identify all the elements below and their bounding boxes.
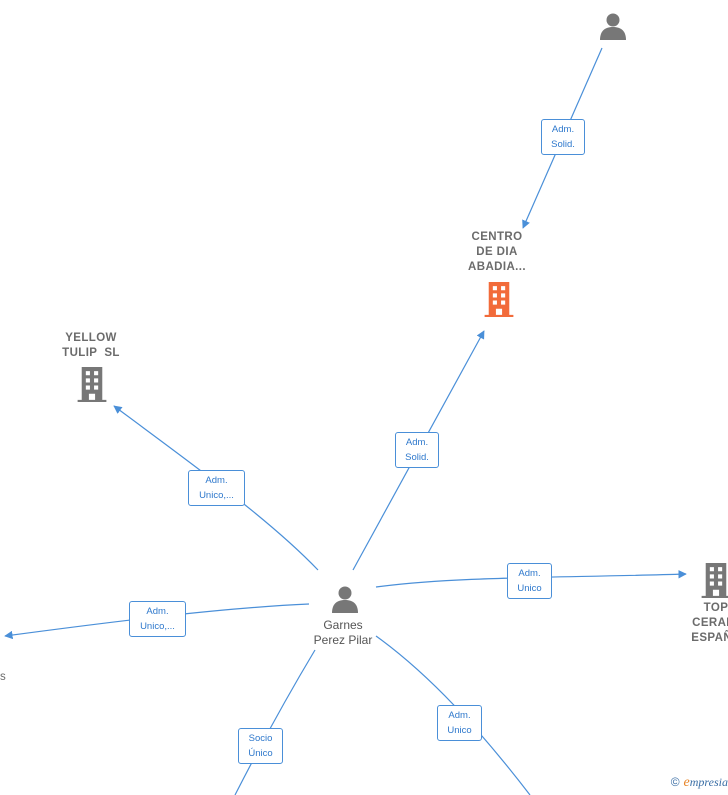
copyright-icon: © <box>670 775 680 789</box>
edge-label-line: Adm. <box>551 124 575 135</box>
label-line: TOP <box>703 602 728 614</box>
building-icon[interactable] <box>484 282 514 317</box>
edge-label-line: Adm. <box>518 568 541 579</box>
label-line: YELLOW <box>65 332 117 344</box>
label-line: Garnes <box>323 618 363 632</box>
person-icon[interactable] <box>332 586 358 614</box>
edge-label-line: Socio <box>248 733 273 744</box>
edge-label-center-to-left[interactable]: Adm. Unico,... <box>129 601 186 637</box>
node-label-centro[interactable]: CENTRO DE DIA ABADIA... <box>452 230 542 275</box>
label-line: ABADIA... <box>468 261 526 273</box>
brand-initial: e <box>683 775 690 790</box>
label-line: s <box>0 671 7 683</box>
edge-label-line: Unico,... <box>140 621 175 632</box>
node-label-garnes-perez-pilar[interactable]: Garnes Perez Pilar <box>295 618 391 648</box>
edge-label-line: Único <box>248 748 273 759</box>
label-line: DE DIA <box>476 246 518 258</box>
edge-label-line: Unico <box>447 725 472 736</box>
edge-label-center-to-yellow[interactable]: Adm. Unico,... <box>188 470 245 506</box>
brand-name: mpresia <box>689 775 728 789</box>
empresia-watermark[interactable]: ©empresia <box>671 775 728 791</box>
label-line: ESPAÑA <box>691 632 728 644</box>
edge-label-line: Unico,... <box>199 490 234 501</box>
edge-label-line: Adm. <box>146 606 169 617</box>
edge-label-line: Adm. <box>448 710 471 721</box>
node-label-top-ceramica[interactable]: TOP CERAMI ESPAÑA <box>682 601 728 646</box>
edge-label-line: Unico <box>517 583 542 594</box>
edge-label-line: Solid. <box>551 139 575 150</box>
label-line: TULIP SL <box>62 347 120 359</box>
edge-label-center-to-centro[interactable]: Adm. Solid. <box>395 432 439 468</box>
edge-label-center-to-bottom-right[interactable]: Adm. Unico <box>437 705 482 741</box>
label-line: Perez Pilar <box>313 633 373 647</box>
edge-label-line: Solid. <box>405 452 429 463</box>
edge-label-top-to-centro[interactable]: Adm. Solid. <box>541 119 585 155</box>
edge-center-to-bottom-left[interactable] <box>234 649 316 795</box>
label-line: CERAMI <box>692 617 728 629</box>
edge-label-center-to-top-ceram[interactable]: Adm. Unico <box>507 563 552 599</box>
building-icon[interactable] <box>701 563 728 598</box>
edge-label-line: Adm. <box>405 437 429 448</box>
node-label-yellow-tulip[interactable]: YELLOW TULIP SL <box>46 331 136 361</box>
edge-label-center-to-bottom-left[interactable]: Socio Único <box>238 728 283 764</box>
person-icon[interactable] <box>600 13 626 41</box>
node-label-left-partial[interactable]: s <box>0 670 8 685</box>
label-line: CENTRO <box>471 231 523 243</box>
building-icon[interactable] <box>77 367 107 402</box>
edge-label-line: Adm. <box>205 475 228 486</box>
